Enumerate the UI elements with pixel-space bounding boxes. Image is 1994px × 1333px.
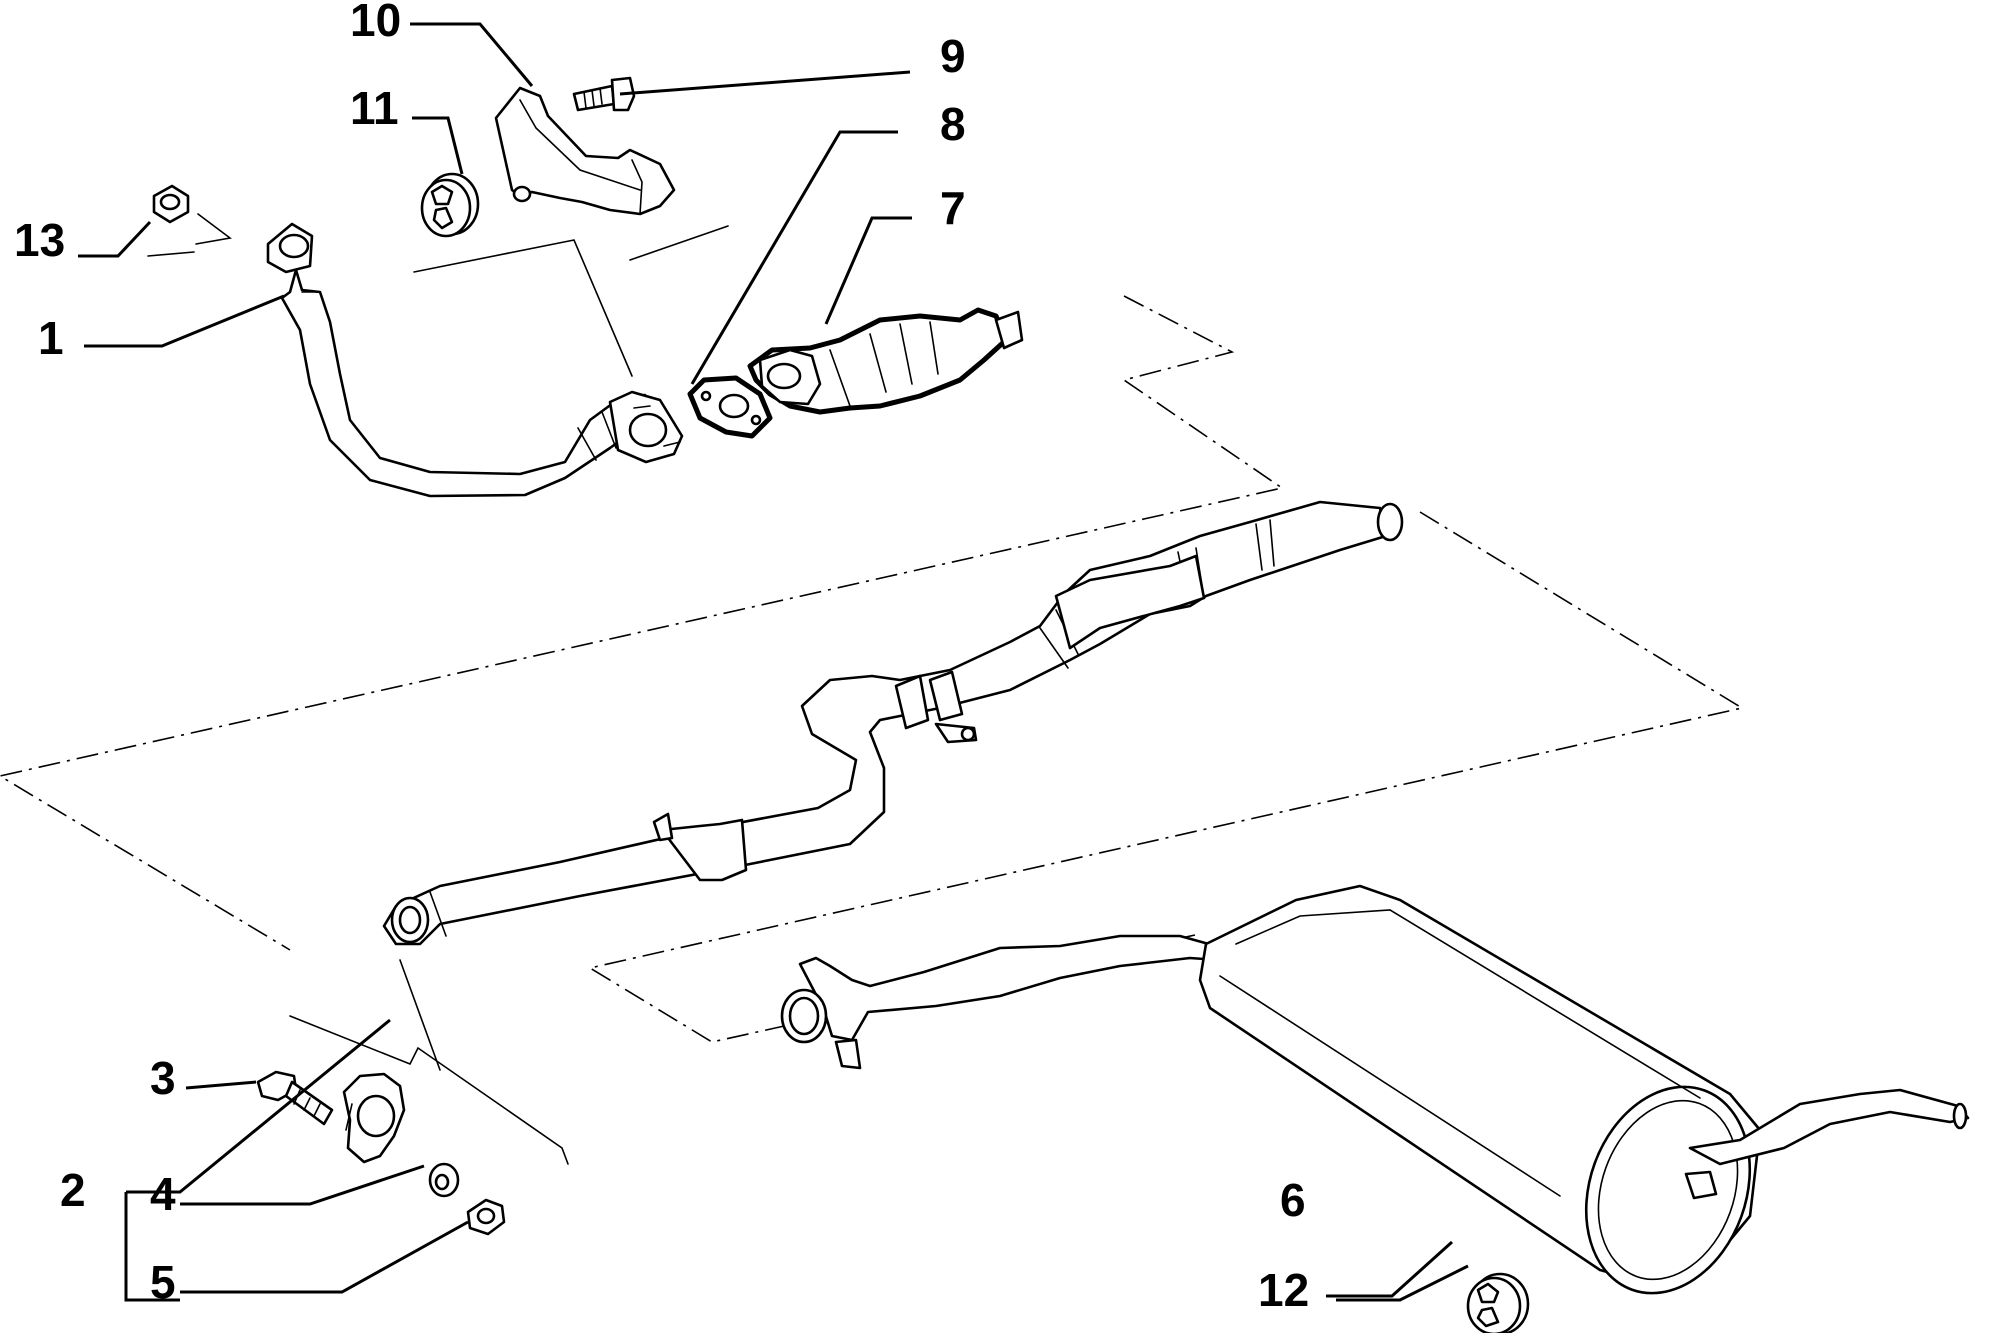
callout-label-8: 8 (940, 98, 966, 150)
bolt-part-9 (572, 76, 636, 112)
callout-label-11: 11 (350, 82, 399, 134)
callout-label-2: 2 (60, 1164, 86, 1216)
nut-part-13 (147, 184, 232, 257)
bracket-part-10 (494, 86, 676, 216)
callout-label-7: 7 (940, 182, 966, 234)
flange-clamp-part-2 (342, 1072, 406, 1164)
rubber-mount-part-11 (420, 172, 480, 238)
rear-silencer-part-6 (780, 884, 1970, 1295)
intermediate-pipe-part-2 (382, 500, 1404, 946)
catalytic-converter-part-7 (747, 307, 1024, 415)
washer-part-4 (428, 1162, 460, 1198)
callout-label-13: 13 (14, 214, 65, 266)
callout-label-6: 6 (1280, 1174, 1306, 1226)
callout-label-9: 9 (940, 30, 966, 82)
callout-label-12: 12 (1258, 1264, 1309, 1316)
gasket-part-8 (687, 375, 773, 439)
assembly-outlines (0, 295, 1745, 1043)
nut-part-5 (466, 1198, 506, 1236)
callout-leaders (78, 22, 1469, 1302)
rubber-mount-part-12 (1466, 1272, 1530, 1333)
callout-label-10: 10 (350, 0, 401, 46)
callout-labels: 1 2 3 4 5 6 7 8 9 10 11 12 13 (14, 0, 1309, 1316)
callout-label-1: 1 (38, 312, 64, 364)
callout-label-4: 4 (150, 1168, 176, 1220)
callout-label-5: 5 (150, 1256, 176, 1308)
callout-label-3: 3 (150, 1052, 176, 1104)
front-pipe-part-1 (266, 222, 684, 498)
